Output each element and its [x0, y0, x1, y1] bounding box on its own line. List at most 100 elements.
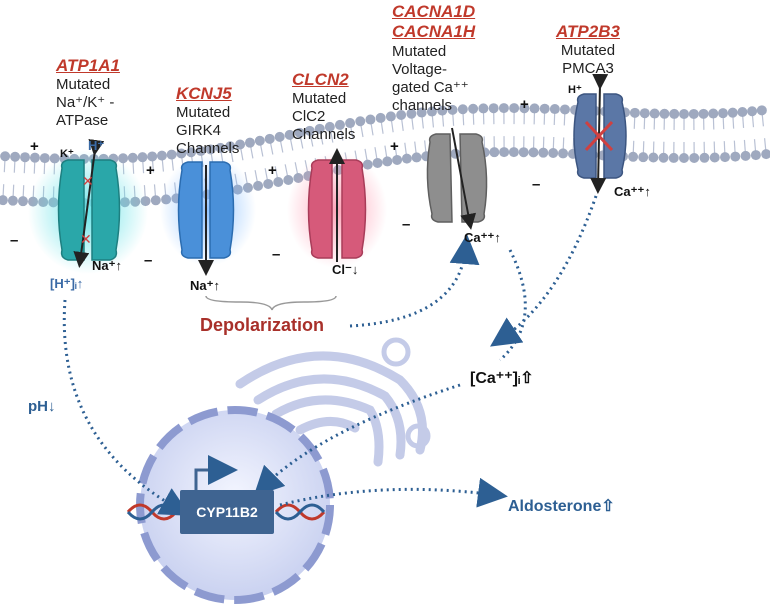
lipid-head — [334, 119, 345, 130]
na-kcnj5-label: Na⁺↑ — [190, 278, 220, 293]
lipid-head — [274, 131, 285, 142]
lipid-head — [558, 148, 569, 159]
lipid-head — [528, 147, 539, 158]
lipid-head — [137, 152, 148, 163]
gene-to-aldo-arrow — [279, 477, 508, 508]
kcnj5-gene: KCNJ5 — [176, 84, 232, 103]
plus-sign: + — [268, 162, 277, 179]
ca-cacna-label: Ca⁺⁺↑ — [464, 230, 501, 245]
clcn2-channel-icon — [307, 148, 367, 262]
lipid-head — [488, 103, 499, 114]
lipid-head — [385, 111, 396, 122]
aldosterone-label: Aldosterone⇧ — [508, 498, 615, 515]
cl-label: Cl⁻↓ — [332, 262, 359, 277]
lipid-head — [365, 114, 376, 125]
lipid-head — [499, 147, 510, 158]
atp1a1-label-group: ATP1A1 Mutated Na⁺/K⁺ - ATPase — [56, 56, 120, 130]
lipid-head — [273, 176, 284, 187]
lipid-head — [628, 151, 639, 162]
lipid-head — [304, 125, 315, 136]
lipid-head — [147, 151, 158, 162]
h-pmca-label: H⁺ — [568, 84, 582, 96]
atp2b3-desc-1: Mutated — [560, 42, 616, 60]
lipid-head — [689, 152, 700, 163]
lipid-head — [447, 104, 458, 115]
lipid-head — [659, 108, 670, 119]
lipid-head — [0, 195, 8, 206]
h-to-gene-arrow — [62, 299, 191, 516]
atp2b3-desc-2: PMCA3 — [562, 60, 614, 78]
lipid-head — [498, 103, 509, 114]
lipid-head — [678, 153, 689, 164]
pathway-arrows — [62, 195, 598, 516]
kcnj5-desc-1: Mutated — [176, 104, 231, 122]
lipid-head — [253, 180, 264, 191]
minus-sign: – — [10, 232, 19, 249]
atp2b3-label-group: ATP2B3 Mutated PMCA3 — [556, 22, 620, 78]
k-plus-label: K⁺ — [60, 148, 74, 160]
kcnj5-channel-icon — [177, 161, 235, 276]
kcnj5-desc-3: Channels — [176, 140, 240, 158]
lipid-head — [437, 105, 448, 116]
depolarization-label: Depolarization — [200, 315, 325, 335]
cacna1d-gene: CACNA1D — [392, 2, 476, 21]
lipid-head — [508, 147, 519, 158]
plus-sign: + — [146, 162, 155, 179]
atp2b3-channel-icon — [573, 73, 627, 194]
lipid-head — [176, 148, 187, 159]
atp1a1-glow — [28, 150, 148, 274]
clcn2-desc-1: Mutated — [292, 90, 347, 108]
atp1a1-desc-3: ATPase — [56, 112, 109, 130]
lipid-head — [416, 107, 427, 118]
minus-sign: – — [144, 252, 153, 269]
lipid-head — [392, 154, 403, 165]
atp1a1-channel-icon: ✕ ✕ — [57, 139, 121, 268]
minus-sign: – — [402, 216, 411, 233]
lipid-head — [215, 142, 226, 153]
svg-text:✕: ✕ — [80, 231, 92, 247]
lipid-head — [372, 157, 383, 168]
lipid-head — [254, 135, 265, 146]
lipid-head — [382, 156, 393, 167]
lipid-head — [20, 152, 31, 163]
clcn2-label-group: CLCN2 Mutated ClC2 Channels — [292, 70, 355, 144]
h-intracellular-label: [H⁺]ᵢ↑ — [50, 276, 84, 291]
na-atp-label: Na⁺↑ — [92, 258, 122, 273]
lipid-head — [720, 152, 731, 163]
lipid-head — [548, 148, 559, 159]
cacna-desc-1: Mutated — [392, 42, 447, 60]
lipid-head — [549, 104, 560, 115]
lipid-head — [324, 121, 335, 132]
lipid-head — [10, 151, 21, 162]
lipid-head — [283, 174, 294, 185]
promoter-arrow-icon — [194, 455, 238, 490]
lipid-head — [127, 152, 138, 163]
lipid-head — [478, 103, 489, 114]
lipid-head — [166, 149, 177, 160]
lipid-head — [639, 108, 650, 119]
lipid-head — [688, 108, 699, 119]
lipid-head — [7, 195, 18, 206]
lipid-head — [345, 118, 356, 129]
lipid-head — [761, 149, 770, 160]
lipid-head — [559, 104, 570, 115]
h-plus-top-label: H⁺ — [88, 138, 105, 153]
lipid-head — [699, 152, 710, 163]
lipid-head — [648, 152, 659, 163]
lipid-head — [709, 152, 720, 163]
lipid-head — [698, 108, 709, 119]
lipid-head — [39, 153, 50, 164]
lipid-head — [658, 152, 669, 163]
lipid-head — [375, 112, 386, 123]
plus-sign: + — [30, 138, 39, 155]
kcnj5-label-group: KCNJ5 Mutated GIRK4 Channels — [176, 84, 239, 158]
lipid-head — [727, 107, 738, 118]
lipid-head — [489, 147, 500, 158]
lipid-head — [708, 108, 719, 119]
lipid-head — [629, 107, 640, 118]
lipid-head — [747, 106, 758, 117]
clcn2-gene: CLCN2 — [292, 70, 349, 89]
lipid-head — [529, 103, 540, 114]
lipid-head — [539, 103, 550, 114]
